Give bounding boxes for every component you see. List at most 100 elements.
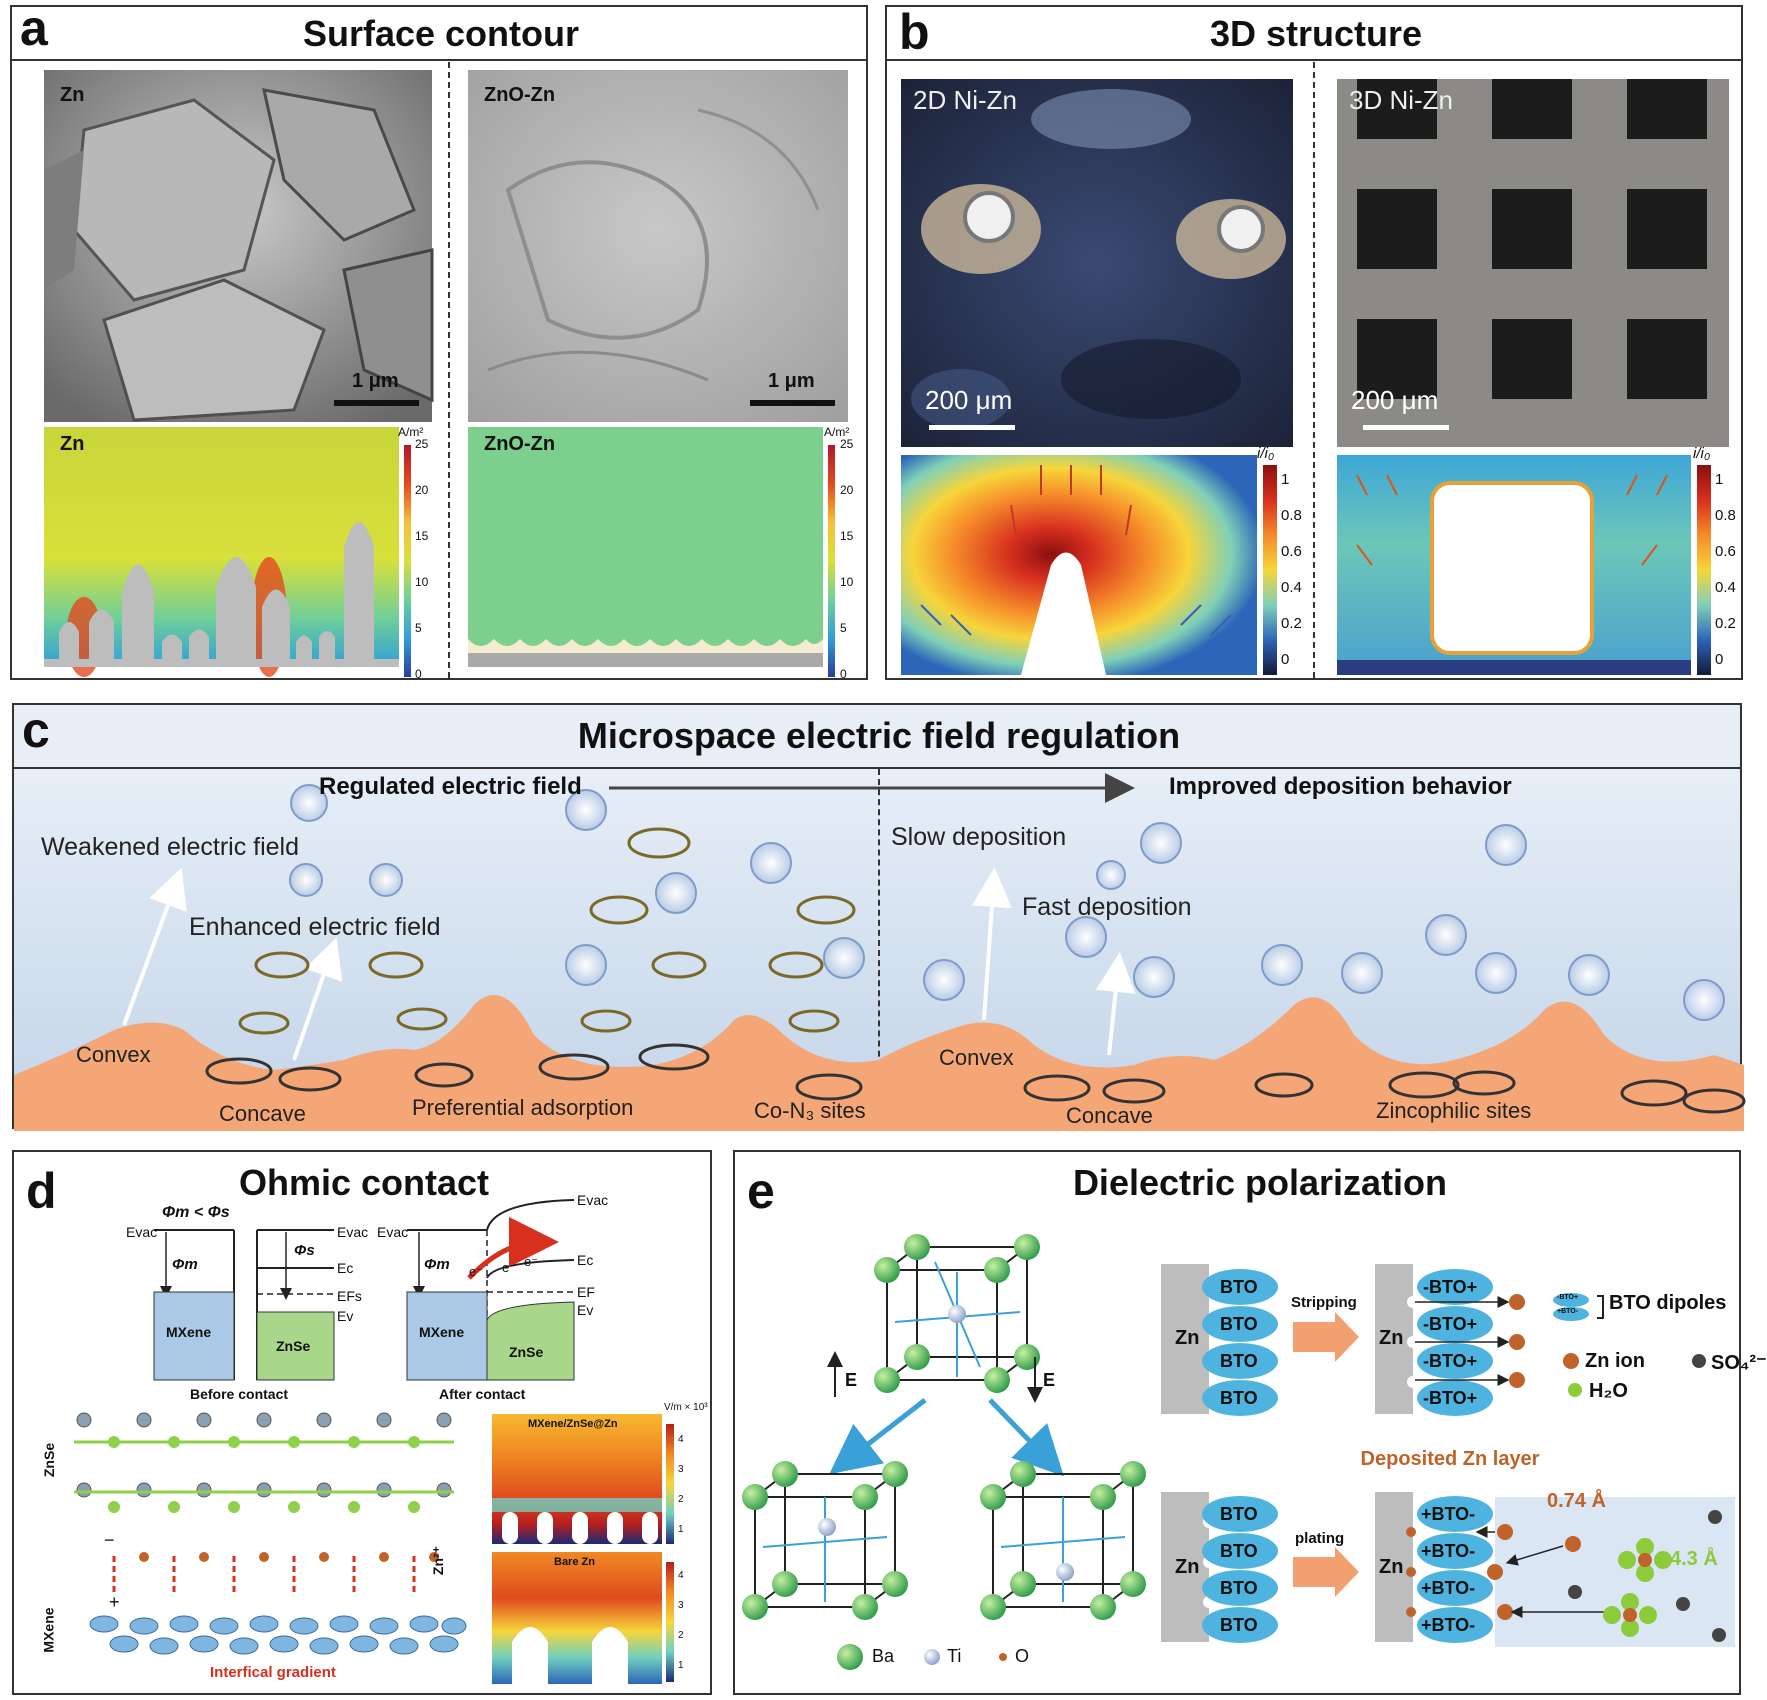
label-gradient: Interfical gradient xyxy=(210,1664,336,1681)
legend-o: O xyxy=(1015,1646,1030,1666)
panel-e: e Dielectric polarization xyxy=(733,1150,1767,1695)
label-bto: BTO xyxy=(1220,1351,1258,1371)
label-fast: Fast deposition xyxy=(1022,893,1192,921)
label-ef: EF xyxy=(577,1284,595,1300)
label-evac: Evac xyxy=(577,1192,609,1208)
tick: 25 xyxy=(415,437,429,451)
tick: 0.4 xyxy=(1281,579,1302,596)
sim-zno-field xyxy=(468,427,823,667)
tick: 1 xyxy=(1281,471,1290,488)
tick: 0.8 xyxy=(1281,507,1302,524)
label-h2o: H₂O xyxy=(1589,1380,1628,1402)
label-plus: + xyxy=(109,1592,120,1612)
label-electron: e⁻ xyxy=(524,1254,539,1269)
label-mxene-structure: MXene xyxy=(40,1607,57,1653)
panel-a-divider xyxy=(448,62,450,678)
colorbar-ticks: 25 20 15 10 5 0 xyxy=(415,437,445,687)
label-ev: Ev xyxy=(577,1302,594,1318)
label-mxene: MXene xyxy=(419,1324,465,1340)
label-concave-right: Concave xyxy=(1066,1103,1153,1128)
colorbar-unit: A/m² xyxy=(824,425,850,439)
label-concave-left: Concave xyxy=(219,1101,306,1126)
label-zn: Zn xyxy=(1379,1327,1404,1349)
label-bto: BTO xyxy=(1220,1578,1258,1598)
label-znse: ZnSe xyxy=(276,1338,311,1354)
label-ev: Ev xyxy=(337,1308,354,1324)
tick: 0 xyxy=(1281,651,1290,668)
label-mxene: MXene xyxy=(166,1324,212,1340)
sim-2d-field xyxy=(901,455,1257,675)
label-convex-right: Convex xyxy=(939,1045,1014,1070)
label-bto: BTO xyxy=(1220,1541,1258,1561)
image-2d-label: 2D Ni-Zn xyxy=(913,85,1018,115)
colorbar-unit: i/i₀ xyxy=(1693,445,1711,462)
tick: 3 xyxy=(678,1600,684,1611)
legend-dipole-top: -BTO+ xyxy=(1557,1294,1579,1301)
panel-e-drawing xyxy=(742,1234,1735,1670)
label-electron: e⁻ xyxy=(469,1264,484,1279)
label-dipole: -BTO+ xyxy=(1423,1388,1478,1408)
sim-bare-zn: Bare Zn xyxy=(492,1552,662,1684)
legend-ba: Ba xyxy=(872,1646,895,1666)
sim-mxene-znse: MXene/ZnSe@Zn xyxy=(492,1414,662,1544)
scale-bar-label: 200 μm xyxy=(1351,385,1439,415)
tick: 4 xyxy=(678,1434,684,1445)
tick: 0.8 xyxy=(1715,507,1736,524)
colorbar-unit: A/m² xyxy=(398,425,424,439)
label-bto: BTO xyxy=(1220,1388,1258,1408)
label-field-e: E xyxy=(845,1370,858,1390)
label-zn: Zn xyxy=(1379,1556,1404,1578)
tick: 25 xyxy=(840,437,854,451)
label-dipole: -BTO+ xyxy=(1423,1351,1478,1371)
tick: 0 xyxy=(1715,651,1724,668)
sim-3d-field xyxy=(1337,455,1691,675)
sem-zn-label: Zn xyxy=(60,84,85,106)
colorbar-unit: V/m × 10³ xyxy=(664,1402,708,1413)
label-distance-1: 0.74 Å xyxy=(1547,1490,1606,1512)
tick: 1 xyxy=(678,1660,684,1671)
sim-zno-zn: ZnO-Zn xyxy=(468,427,823,667)
panel-d-drawing xyxy=(74,1199,575,1655)
label-bto: BTO xyxy=(1220,1314,1258,1334)
label-efs: EFs xyxy=(337,1288,362,1304)
sem-image-zn: Zn 1 μm xyxy=(44,70,434,422)
label-bto: BTO xyxy=(1220,1504,1258,1524)
label-zincophilic: Zincophilic sites xyxy=(1376,1098,1532,1123)
label-dipole: +BTO- xyxy=(1421,1504,1476,1524)
colorbar-ticks: 1 0.8 0.6 0.4 0.2 0 xyxy=(1715,471,1741,691)
label-evac: Evac xyxy=(126,1224,158,1240)
label-evac: Evac xyxy=(377,1224,409,1240)
label-minus: − xyxy=(104,1530,115,1550)
panel-d-title: Ohmic contact xyxy=(238,1162,490,1203)
tick: 20 xyxy=(840,483,854,497)
tick: 0 xyxy=(415,667,422,681)
tick: 0.6 xyxy=(1715,543,1736,560)
panel-c-divider xyxy=(878,769,880,1127)
colorbar-a-right xyxy=(828,445,835,677)
tick: 10 xyxy=(415,575,429,589)
tick: 2 xyxy=(678,1494,684,1505)
tick: 3 xyxy=(678,1464,684,1475)
tick: 10 xyxy=(840,575,854,589)
label-preferential: Preferential adsorption xyxy=(412,1095,634,1120)
label-plating: plating xyxy=(1295,1530,1345,1547)
colorbar-unit: i/i₀ xyxy=(1257,445,1275,462)
label-phi-s: Φs xyxy=(294,1242,315,1259)
label-convex-left: Convex xyxy=(76,1042,151,1067)
scale-bar-label: 1 μm xyxy=(352,370,399,392)
label-bto: BTO xyxy=(1220,1615,1258,1635)
caption-after: After contact xyxy=(439,1386,526,1402)
label-improved: Improved deposition behavior xyxy=(1169,773,1512,800)
label-phi-m: Φm xyxy=(172,1256,198,1273)
colorbar-a-left xyxy=(404,445,411,677)
panel-c-drawing xyxy=(14,773,1746,1131)
image-3d-grid xyxy=(1337,79,1729,447)
panel-e-letter: e xyxy=(747,1163,775,1219)
scale-bar xyxy=(750,400,835,406)
panel-e-title: Dielectric polarization xyxy=(1072,1162,1448,1203)
sim-zn-label: Zn xyxy=(60,433,85,455)
panel-c-letter: c xyxy=(22,702,50,758)
panel-c-title: Microspace electric field regulation xyxy=(577,715,1181,756)
label-field-e: E xyxy=(1043,1370,1056,1390)
label-bto: BTO xyxy=(1220,1277,1258,1297)
